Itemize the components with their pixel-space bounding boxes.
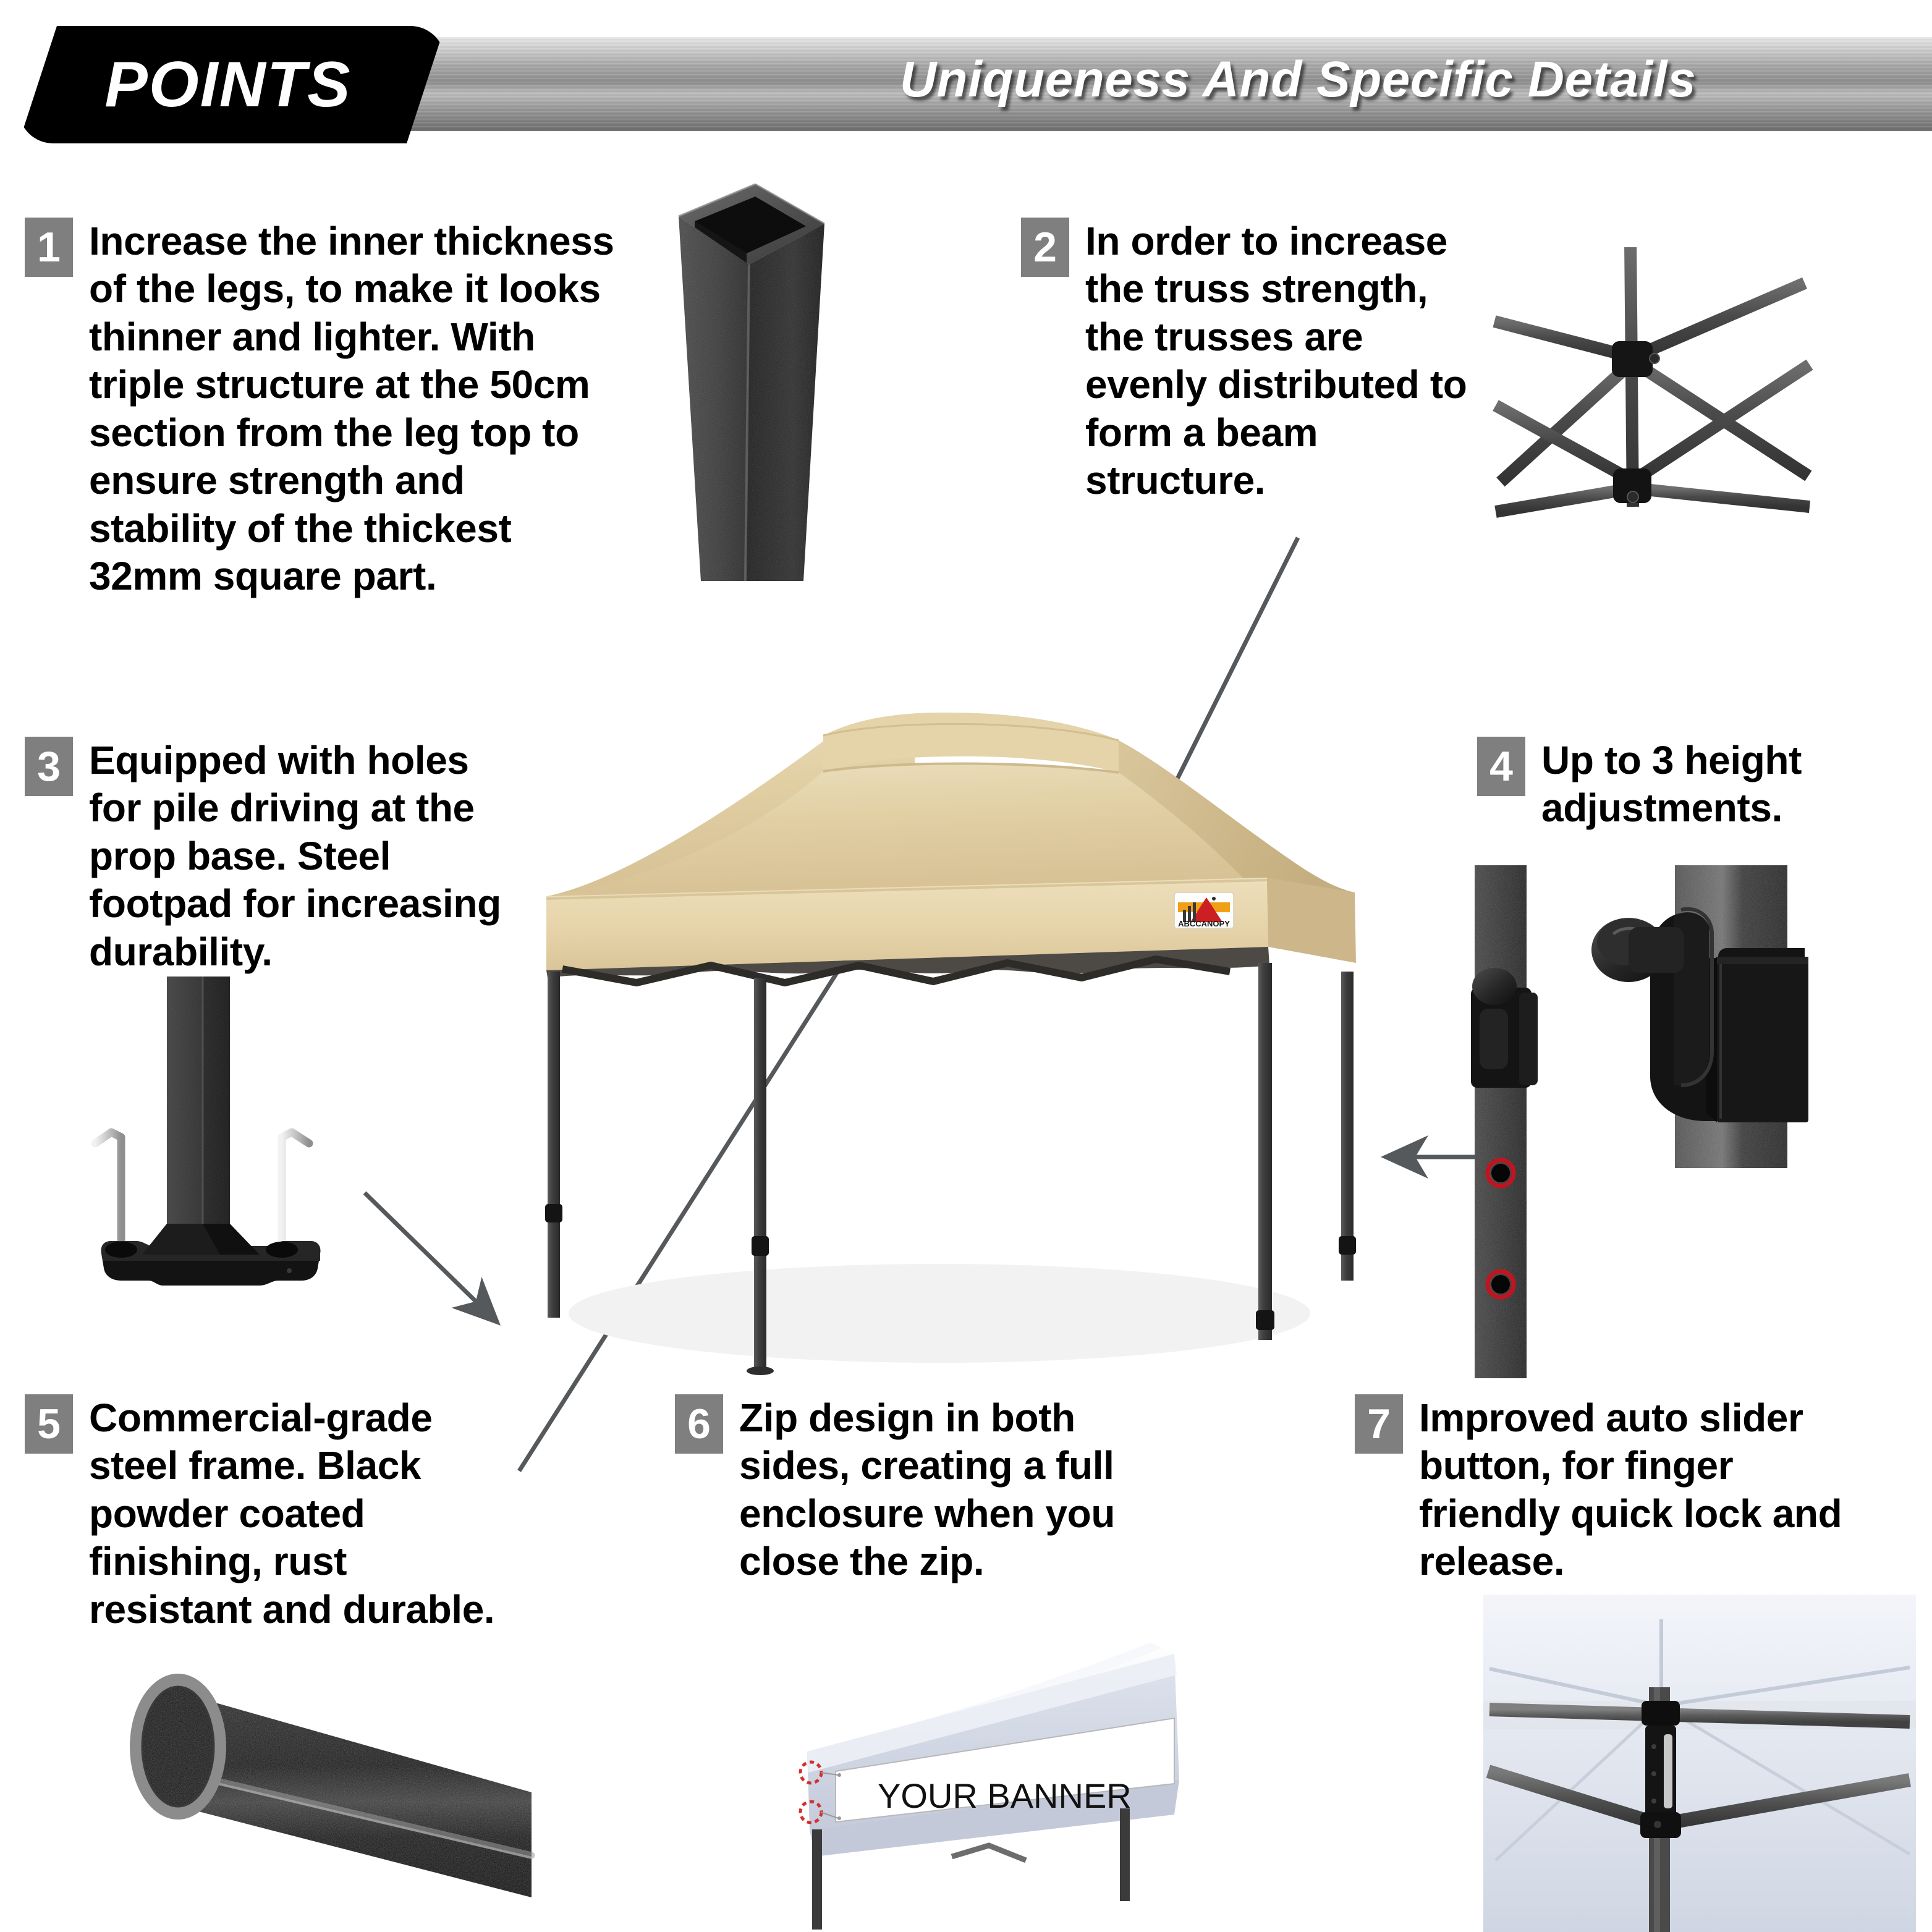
push-button-knob bbox=[1591, 918, 1684, 982]
point-text-6: Zip design in both sides, creating a ful… bbox=[739, 1396, 1116, 1584]
arrow-footpad-to-canopy bbox=[363, 1191, 501, 1326]
adjustment-hole-upper bbox=[1485, 1158, 1516, 1188]
banner-tent-leg-right bbox=[1120, 1808, 1130, 1901]
adjustment-hole-lower bbox=[1485, 1269, 1516, 1300]
canopy-legs bbox=[545, 963, 1356, 1375]
truss-x-brace-joint-image bbox=[1471, 240, 1932, 532]
header-points-label: POINTS bbox=[104, 48, 352, 121]
leg-slider-4 bbox=[1339, 1236, 1356, 1255]
leg-slider-1 bbox=[545, 1204, 562, 1222]
oval-steel-tube-image bbox=[99, 1607, 556, 1928]
point-number-badge-7: 7 bbox=[1355, 1394, 1403, 1454]
point-number-badge-2: 2 bbox=[1021, 218, 1069, 277]
brand-logo-patch: ABCCANOPY bbox=[1174, 892, 1234, 929]
point-item-7: 7 Improved auto slider button, for finge… bbox=[1355, 1394, 1849, 1586]
point-text-2: In order to increase the truss strength,… bbox=[1085, 219, 1467, 503]
point-item-5: 5 Commercial-grade steel frame. Black po… bbox=[25, 1394, 519, 1633]
point-number-badge-4: 4 bbox=[1477, 737, 1525, 796]
point-number-badge-3: 3 bbox=[25, 737, 73, 796]
leg-slider-2 bbox=[752, 1236, 769, 1256]
point-item-1: 1 Increase the inner thickness of the le… bbox=[25, 218, 618, 601]
height-adjustment-image bbox=[1471, 865, 1932, 1378]
point-number-badge-5: 5 bbox=[25, 1394, 73, 1454]
slider-button-closeup bbox=[1591, 865, 1808, 1168]
leg-with-adjustment-holes bbox=[1471, 865, 1538, 1378]
steel-footpad-plate bbox=[101, 1224, 321, 1286]
brand-logo-text: ABCCANOPY bbox=[1178, 919, 1230, 928]
banner-attachment-markers bbox=[799, 1760, 839, 1824]
truss-hub-lower bbox=[1613, 468, 1651, 503]
inside-canopy-slider-image bbox=[1483, 1595, 1916, 1932]
truss-hub-upper bbox=[1612, 341, 1660, 377]
header-points-badge-shape bbox=[19, 26, 445, 143]
point-item-6: 6 Zip design in both sides, creating a f… bbox=[675, 1394, 1169, 1586]
point-text-5: Commercial-grade steel frame. Black powd… bbox=[89, 1396, 495, 1632]
auto-slider-button bbox=[1640, 1701, 1681, 1838]
page-title: Uniqueness And Specific Details bbox=[899, 51, 1697, 108]
canopy-with-banner-image: YOUR BANNER bbox=[766, 1595, 1199, 1932]
point-item-3: 3 Equipped with holes for pile driving a… bbox=[25, 737, 519, 976]
page-header: POINTS Uniqueness And Specific Details bbox=[0, 26, 1932, 143]
square-steel-leg-tube-image bbox=[656, 173, 866, 582]
point-text-4: Up to 3 height adjustments. bbox=[1541, 738, 1802, 831]
ground-stakes bbox=[91, 1128, 313, 1250]
banner-tent-leg-left bbox=[812, 1829, 822, 1930]
steel-footpad-image bbox=[74, 964, 352, 1298]
point-text-3: Equipped with holes for pile driving at … bbox=[89, 738, 501, 974]
banner-text: YOUR BANNER bbox=[878, 1776, 1132, 1815]
point-text-7: Improved auto slider button, for finger … bbox=[1419, 1396, 1842, 1584]
point-number-badge-1: 1 bbox=[25, 218, 73, 277]
leg-slider-3 bbox=[1256, 1310, 1274, 1330]
header-metal-bar bbox=[185, 37, 1932, 131]
point-item-4: 4 Up to 3 height adjustments. bbox=[1477, 737, 1928, 833]
header-points-badge: POINTS bbox=[19, 26, 445, 143]
banner-strip: YOUR BANNER bbox=[835, 1717, 1175, 1823]
point-text-1: Increase the inner thickness of the legs… bbox=[89, 219, 614, 599]
main-canopy-tent-image: ABCCANOPY bbox=[544, 692, 1360, 1391]
point-item-2: 2 In order to increase the truss strengt… bbox=[1021, 218, 1478, 505]
point-number-badge-6: 6 bbox=[675, 1394, 723, 1454]
